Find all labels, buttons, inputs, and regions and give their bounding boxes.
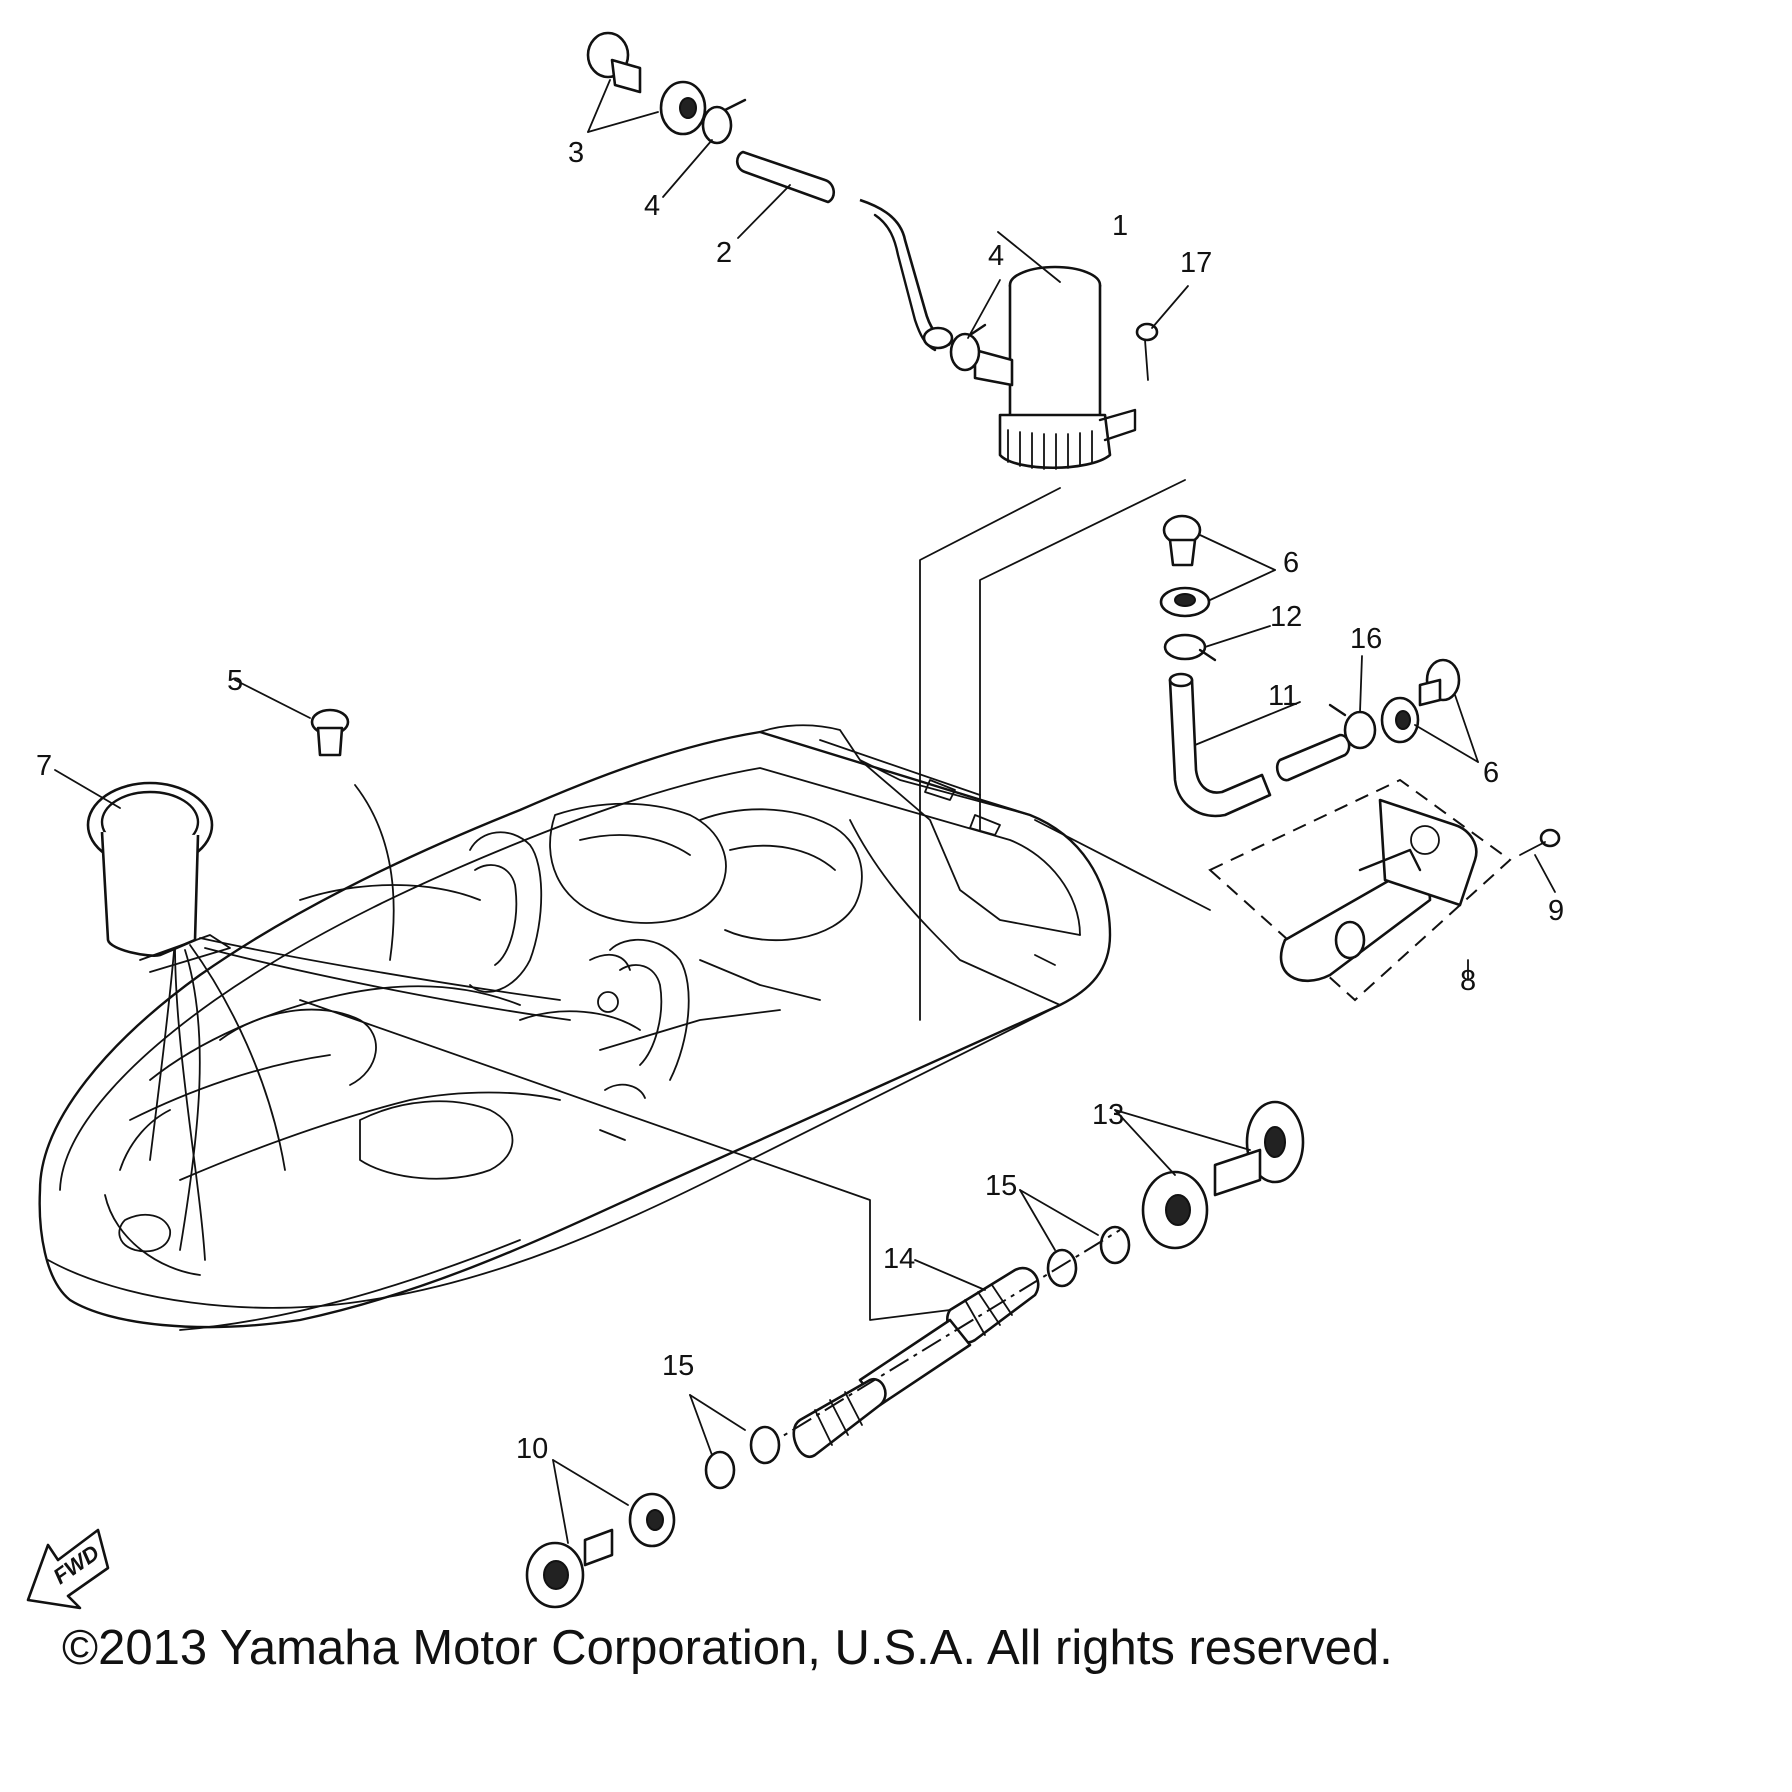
part-number-labels: 1 2 3 4 4 5 6 6 7 8 9 10 11 12 13 14 15 … [36, 137, 1564, 1465]
fwd-arrow-icon: FWD [26, 1528, 110, 1610]
clamps-part-15-lower [704, 1425, 781, 1490]
fitting-part-6-top [1159, 514, 1211, 618]
label-part-6-side: 6 [1483, 757, 1499, 789]
label-part-6-top: 6 [1283, 547, 1299, 579]
label-part-5: 5 [227, 665, 243, 697]
hose-part-11 [1168, 672, 1351, 818]
label-part-8: 8 [1460, 965, 1476, 997]
label-part-12: 12 [1270, 601, 1302, 633]
label-part-14: 14 [883, 1243, 915, 1275]
leader-lines [54, 79, 1556, 1544]
bellows-hose-part-14 [759, 1229, 1121, 1459]
label-part-1: 1 [1112, 210, 1128, 242]
label-part-4-top: 4 [644, 190, 660, 222]
label-part-17: 17 [1180, 247, 1212, 279]
bilge-pump-part [973, 265, 1137, 470]
label-part-13: 13 [1092, 1099, 1124, 1131]
boat-hull [38, 724, 1112, 1331]
copyright-notice: ©2013 Yamaha Motor Corporation, U.S.A. A… [62, 1621, 1393, 1675]
plate-part-8 [1208, 778, 1512, 1002]
screw-part-17 [1135, 322, 1159, 381]
label-part-7: 7 [36, 750, 52, 782]
plug-part-5 [310, 708, 350, 757]
label-part-15-upper: 15 [985, 1170, 1017, 1202]
clamp-part-4-top [701, 98, 747, 145]
label-part-11: 11 [1268, 680, 1298, 712]
clamp-part-4-pump [949, 323, 987, 372]
fitting-part-10 [525, 1492, 676, 1609]
fitting-part-13 [1141, 1100, 1305, 1250]
label-part-15-lower: 15 [662, 1350, 694, 1382]
label-part-2: 2 [716, 237, 732, 269]
cup-holder-part-7 [86, 781, 231, 973]
screw-part-9 [1519, 828, 1561, 856]
label-part-10: 10 [516, 1433, 548, 1465]
clamps-part-15-upper [1046, 1225, 1131, 1288]
clamp-part-12 [1163, 633, 1217, 662]
hose-part-2 [735, 150, 954, 352]
fitting-part-6-side [1380, 658, 1461, 744]
label-part-4-pump: 4 [988, 240, 1004, 272]
label-part-9: 9 [1548, 895, 1564, 927]
label-part-16: 16 [1350, 623, 1382, 655]
label-part-3: 3 [568, 137, 584, 169]
assembly-lines [299, 479, 1211, 1321]
fitting-part-3 [586, 31, 707, 136]
